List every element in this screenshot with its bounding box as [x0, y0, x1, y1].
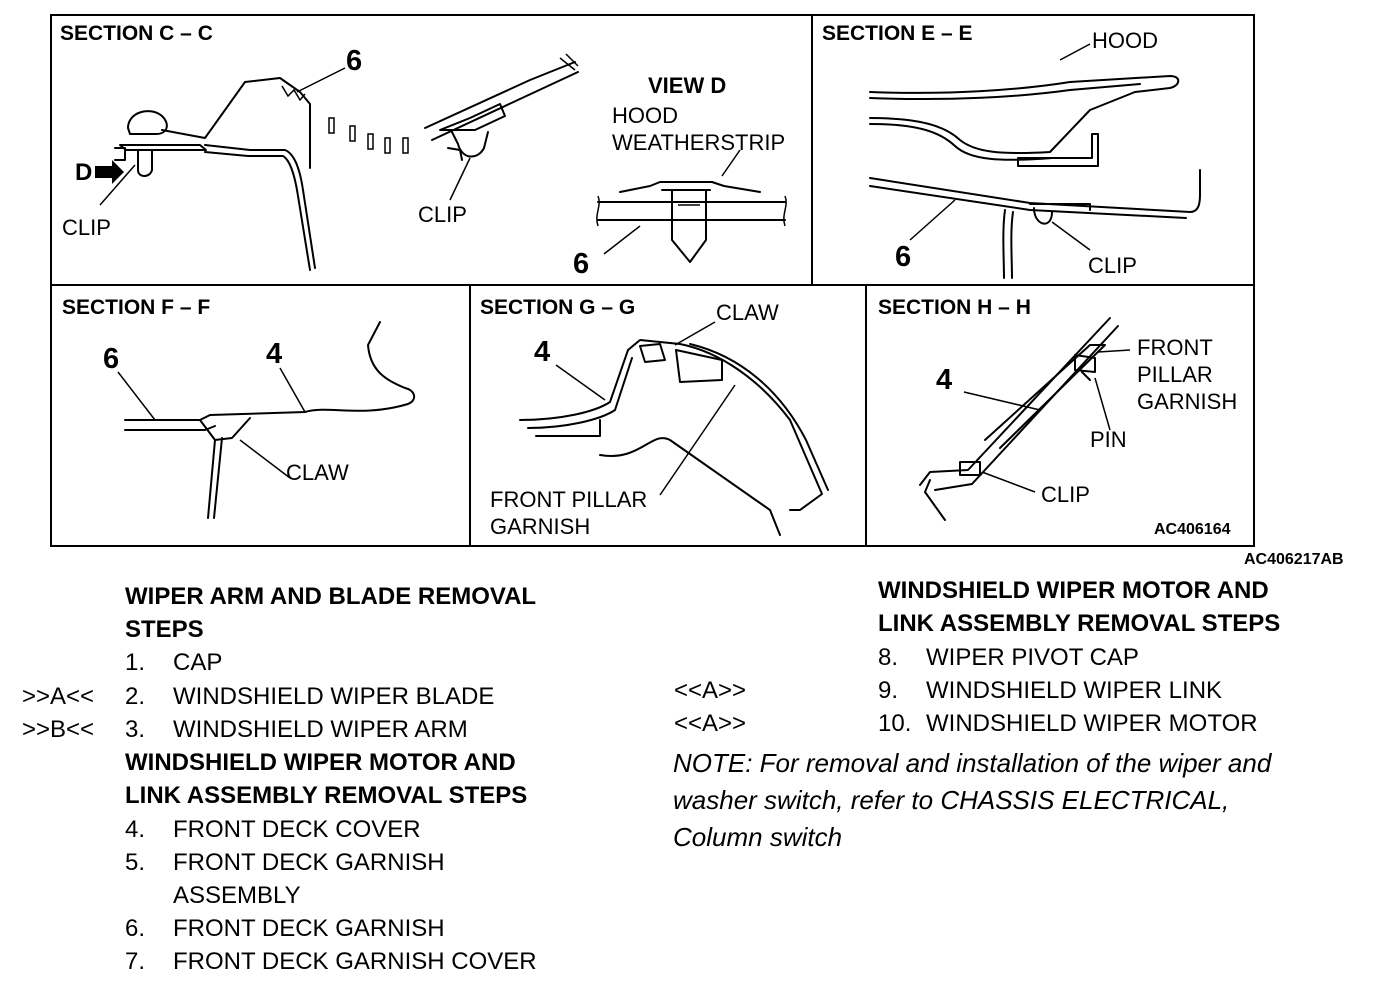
step-5: 5. FRONT DECK GARNISH	[125, 846, 445, 879]
section-ff-number-6: 6	[103, 343, 120, 375]
section-ff-number-4: 4	[266, 338, 283, 370]
step-7: 7. FRONT DECK GARNISH COVER	[125, 945, 537, 978]
step-number: 1.	[125, 649, 146, 676]
step-5-continuation: ASSEMBLY	[125, 879, 301, 912]
step-number: 8.	[878, 644, 899, 671]
section-ee-hood-label: HOOD	[1092, 28, 1158, 53]
motor-steps-heading-left: WINDSHIELD WIPER MOTOR AND LINK ASSEMBLY…	[125, 746, 527, 812]
step-text: WIPER PIVOT CAP	[926, 644, 1139, 671]
step-6: 6. FRONT DECK GARNISH	[125, 912, 445, 945]
section-gg-title: SECTION G – G	[480, 296, 636, 319]
wiper-steps-heading: WIPER ARM AND BLADE REMOVAL STEPS	[125, 580, 536, 646]
section-hh-garnish-label-2: PILLAR	[1137, 362, 1213, 387]
section-cc-clip-label-right: CLIP	[418, 202, 467, 227]
view-d-part-number: 6	[573, 248, 590, 280]
step-number: 10.	[878, 710, 912, 737]
wiper-steps-heading-line-2: STEPS	[125, 616, 204, 643]
section-gg-number-4: 4	[534, 336, 551, 368]
step-text: FRONT DECK GARNISH	[173, 849, 445, 876]
step-4: 4. FRONT DECK COVER	[125, 813, 421, 846]
section-ff-claw-label: CLAW	[286, 460, 349, 485]
section-hh-garnish-label-1: FRONT	[1137, 335, 1213, 360]
step-text: WINDSHIELD WIPER LINK	[926, 677, 1223, 704]
section-ff-title: SECTION F – F	[62, 296, 211, 319]
view-d-title: VIEW D	[648, 73, 727, 98]
section-ff-drawing	[117, 321, 416, 519]
section-gg-garnish-label-2: GARNISH	[490, 514, 591, 539]
section-cc-title: SECTION C – C	[60, 22, 213, 45]
step-8: 8. WIPER PIVOT CAP	[878, 641, 1139, 674]
step-1: 1. CAP	[125, 646, 222, 679]
motor-steps-heading-line-2: LINK ASSEMBLY REMOVAL STEPS	[878, 610, 1281, 637]
section-gg-drawing	[519, 321, 829, 536]
step-number: 2.	[125, 683, 146, 710]
wiper-steps-heading-line-1: WIPER ARM AND BLADE REMOVAL	[125, 583, 537, 610]
figure-code-inner: AC406164	[1154, 521, 1231, 538]
section-hh-number-4: 4	[936, 364, 953, 396]
motor-steps-heading-line-1: WINDSHIELD WIPER MOTOR AND	[878, 577, 1269, 604]
step-2-marker: >>A<<	[22, 683, 95, 710]
view-d-weatherstrip-label: WEATHERSTRIP	[612, 130, 786, 155]
step-text: WINDSHIELD WIPER BLADE	[173, 683, 495, 710]
section-ee-clip-label: CLIP	[1088, 253, 1137, 278]
step-number: 5.	[125, 849, 146, 876]
motor-steps-heading-line-1: WINDSHIELD WIPER MOTOR AND	[125, 749, 516, 776]
step-text: WINDSHIELD WIPER MOTOR	[926, 710, 1258, 737]
step-10-marker: <<A>>	[674, 710, 747, 737]
section-hh-garnish-label-3: GARNISH	[1137, 389, 1238, 414]
step-number: 6.	[125, 915, 146, 942]
step-number: 9.	[878, 677, 899, 704]
step-text: CAP	[173, 649, 223, 676]
section-ee-drawing	[869, 43, 1201, 279]
step-2: 2. WINDSHIELD WIPER BLADE	[125, 680, 494, 713]
section-hh-clip-label: CLIP	[1041, 482, 1090, 507]
step-text: FRONT DECK GARNISH COVER	[173, 948, 537, 975]
step-text: FRONT DECK COVER	[173, 816, 421, 843]
section-gg-garnish-label-1: FRONT PILLAR	[490, 487, 648, 512]
view-d-marker: D	[75, 159, 93, 186]
step-10: 10. WINDSHIELD WIPER MOTOR	[878, 707, 1258, 740]
note-line-3: Column switch	[673, 822, 843, 852]
step-number: 7.	[125, 948, 146, 975]
section-hh-pin-label: PIN	[1090, 427, 1127, 452]
step-9: 9. WINDSHIELD WIPER LINK	[878, 674, 1222, 707]
step-text: FRONT DECK GARNISH	[173, 915, 445, 942]
step-3-marker: >>B<<	[22, 716, 95, 743]
motor-steps-heading-line-2: LINK ASSEMBLY REMOVAL STEPS	[125, 782, 528, 809]
section-hh-title: SECTION H – H	[878, 296, 1031, 319]
note-block: NOTE: For removal and installation of th…	[673, 745, 1271, 856]
section-cc-clip-label-left: CLIP	[62, 215, 111, 240]
step-text: WINDSHIELD WIPER ARM	[173, 716, 468, 743]
step-9-marker: <<A>>	[674, 677, 747, 704]
step-text: ASSEMBLY	[173, 882, 301, 909]
section-ee-title: SECTION E – E	[822, 22, 973, 45]
step-3: 3. WINDSHIELD WIPER ARM	[125, 713, 468, 746]
figure-frame	[50, 14, 1255, 547]
step-number: 4.	[125, 816, 146, 843]
view-d-drawing	[596, 149, 787, 263]
section-hh-drawing	[919, 317, 1131, 521]
view-d-hood-label: HOOD	[612, 103, 678, 128]
note-line-2: washer switch, refer to CHASSIS ELECTRIC…	[673, 785, 1230, 815]
section-ee-part-number: 6	[895, 241, 912, 273]
section-gg-claw-label: CLAW	[716, 300, 779, 325]
motor-steps-heading-right: WINDSHIELD WIPER MOTOR AND LINK ASSEMBLY…	[878, 574, 1280, 640]
note-line-1: NOTE: For removal and installation of th…	[673, 748, 1272, 778]
step-number: 3.	[125, 716, 146, 743]
section-cc-part-number: 6	[346, 45, 363, 77]
section-cc-drawing	[95, 53, 579, 271]
figure-code-outer: AC406217AB	[1244, 551, 1344, 568]
